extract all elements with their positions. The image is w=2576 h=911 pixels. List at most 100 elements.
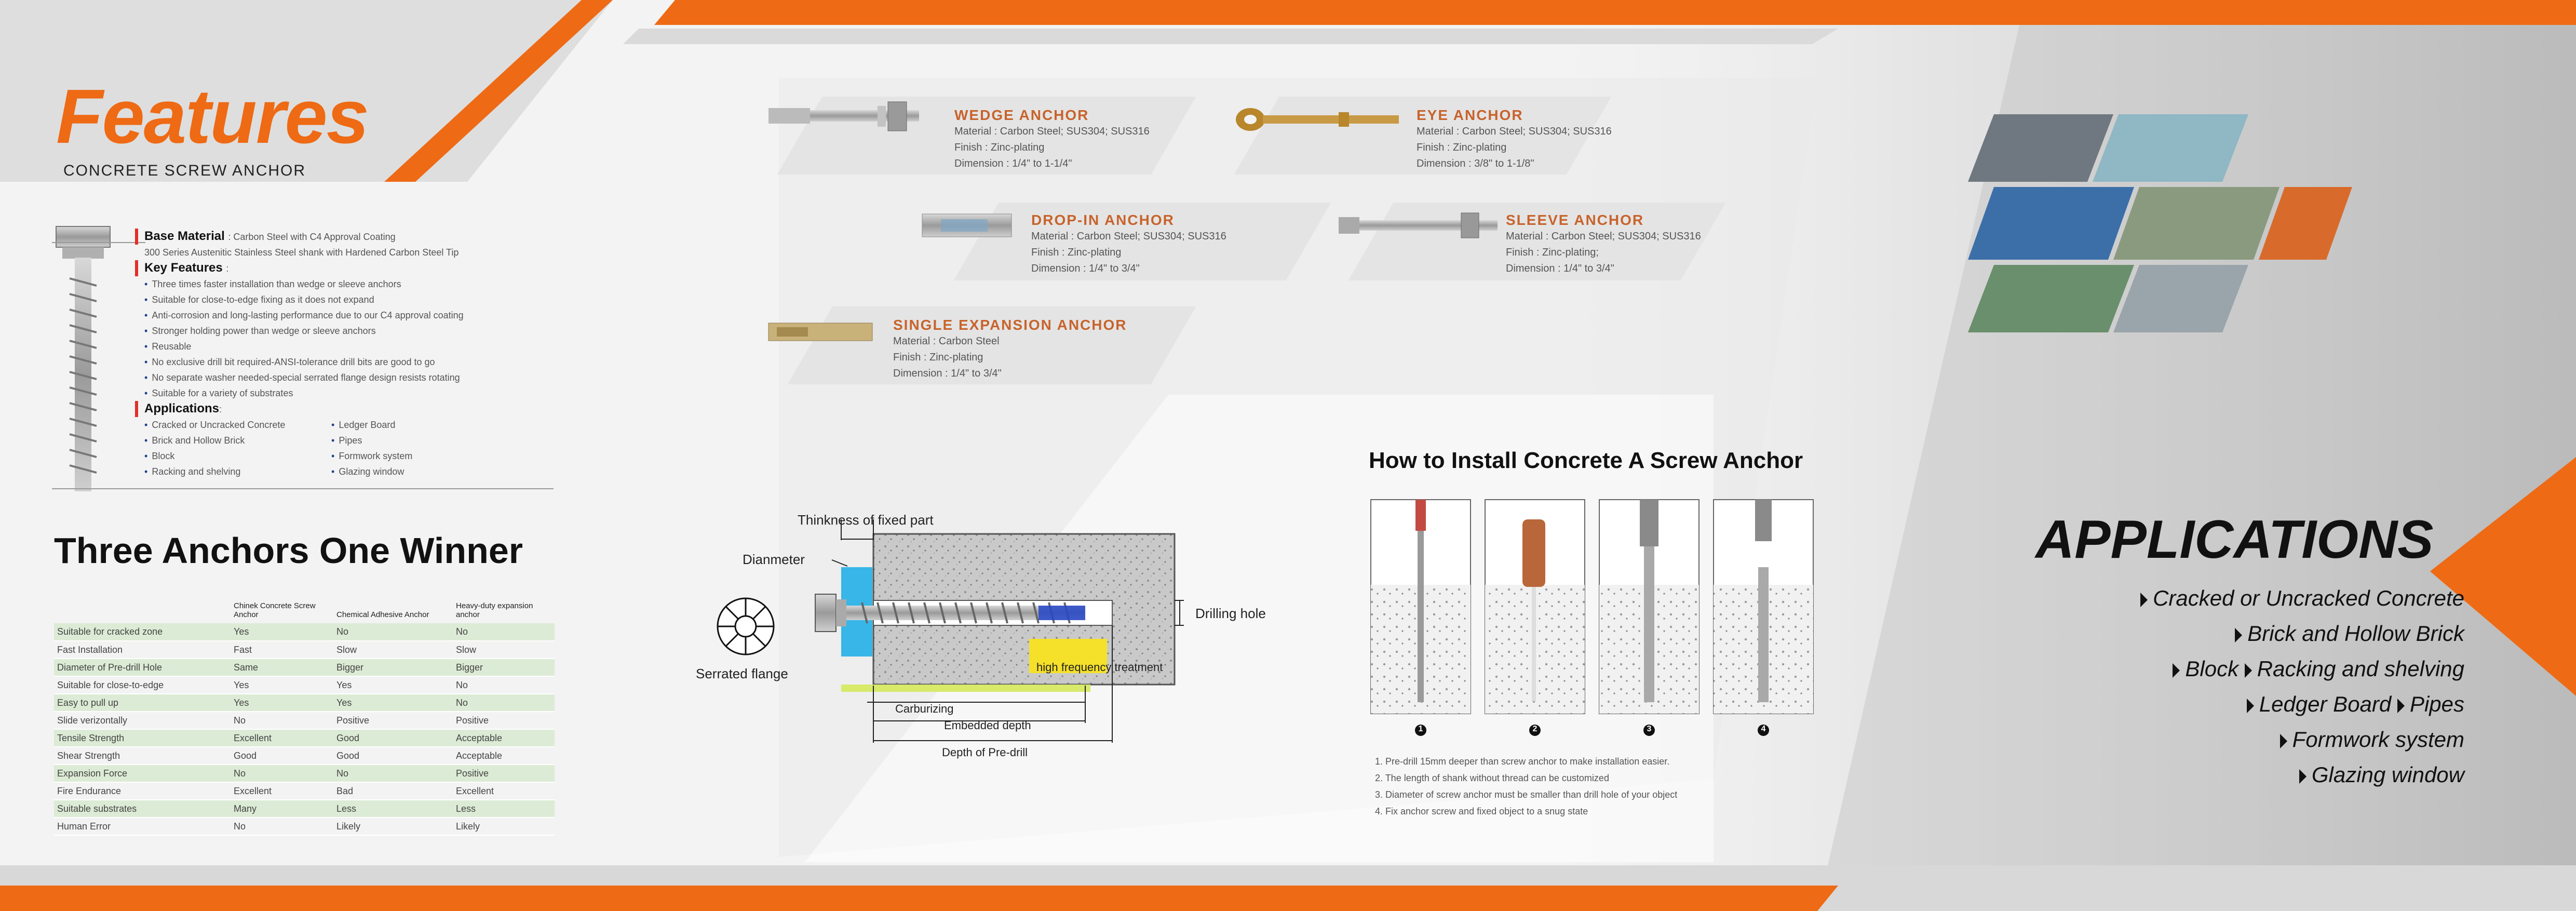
list-item: Glazing window	[2140, 757, 2464, 793]
application-item: Ledger Board	[2259, 692, 2392, 716]
table-cell: Slide verizontally	[54, 712, 225, 730]
table-cell: Acceptable	[453, 747, 555, 765]
anchor-cross-section-diagram	[717, 519, 1184, 743]
list-item: No separate washer needed-special serrat…	[144, 370, 549, 385]
table-cell: Less	[453, 800, 555, 818]
product-material: Material : Carbon Steel; SUS304; SUS316	[1031, 231, 1226, 242]
applications-list: Cracked or Uncracked Concrete Ledger Boa…	[144, 417, 549, 479]
features-subtitle: CONCRETE SCREW ANCHOR	[63, 162, 306, 179]
comparison-title: Three Anchors One Winner	[54, 530, 523, 571]
step-number: 2	[1532, 725, 1537, 733]
install-steps-list: 1. Pre-drill 15mm deeper than screw anch…	[1375, 753, 1677, 820]
product-material: Material : Carbon Steel	[893, 336, 1000, 347]
base-material-line1: : Carbon Steel with C4 Approval Coating	[228, 232, 396, 242]
application-item: Glazing window	[2311, 762, 2464, 787]
product-dimension: Dimension : 1/4" to 3/4"	[1506, 263, 1614, 274]
application-item: Formwork system	[2292, 727, 2464, 752]
triangle-bullet-icon	[2246, 699, 2254, 713]
application-item: Racking and shelving	[2257, 657, 2464, 681]
product-dimension: Dimension : 1/4" to 3/4"	[1031, 263, 1140, 274]
table-cell: Tensile Strength	[54, 729, 225, 747]
application-item: Block	[2185, 657, 2239, 681]
table-cell: Expansion Force	[54, 765, 225, 783]
product-finish: Finish : Zinc-plating	[954, 142, 1045, 153]
product-finish: Finish : Zinc-plating	[1031, 247, 1122, 258]
applications-colon: :	[219, 404, 222, 414]
list-item: 3. Diameter of screw anchor must be smal…	[1375, 789, 1678, 800]
list-item: Ledger Board Pipes	[2140, 687, 2464, 722]
list-item: Racking and shelving	[144, 464, 331, 479]
step-number: 3	[1647, 725, 1652, 733]
column-header	[54, 601, 225, 623]
product-material: Material : Carbon Steel; SUS304; SUS316	[1506, 231, 1701, 242]
product-dimension: Dimension : 1/4" to 1-1/4"	[954, 158, 1072, 169]
install-title: How to Install Concrete A Screw Anchor	[1369, 448, 1803, 473]
table-cell: Fast Installation	[54, 641, 225, 659]
list-item: Three times faster installation than wed…	[144, 276, 549, 292]
list-item: Pipes	[331, 433, 518, 448]
table-cell: Yes	[225, 676, 333, 694]
table-cell: Less	[333, 800, 453, 818]
label-predrill-depth: Depth of Pre-drill	[942, 746, 1028, 759]
table-cell: Fire Endurance	[54, 782, 225, 800]
list-item: Block	[144, 448, 331, 464]
table-cell: No	[453, 694, 555, 712]
triangle-bullet-icon	[2244, 663, 2252, 678]
application-item: Brick and Hollow Brick	[2247, 621, 2464, 646]
product-finish: Finish : Zinc-plating	[1417, 142, 1507, 153]
table-cell: No	[225, 712, 333, 730]
table-cell: Yes	[333, 676, 453, 694]
column-header: Chemical Adhesive Anchor	[336, 610, 429, 619]
table-cell: Shear Strength	[54, 747, 225, 765]
applications-photo-collage	[1968, 114, 2352, 332]
features-title: Features	[56, 74, 369, 159]
list-item: Brick and Hollow Brick	[144, 433, 331, 448]
key-features-colon: :	[226, 263, 229, 274]
features-divider-top	[52, 242, 145, 243]
comparison-table: Chinek Concrete Screw Anchor Chemical Ad…	[54, 601, 555, 836]
application-item: Pipes	[2409, 692, 2464, 716]
label-carburizing: Carburizing	[895, 702, 954, 715]
base-material-heading: Base Material : Carbon Steel with C4 App…	[135, 229, 549, 245]
list-item: Glazing window	[331, 464, 518, 479]
table-cell: Suitable for cracked zone	[54, 623, 225, 641]
table-cell: Bigger	[453, 659, 555, 677]
table-cell: Excellent	[453, 782, 555, 800]
table-cell: Good	[225, 747, 333, 765]
table-cell: No	[225, 818, 333, 836]
label-diameter: Dianmeter	[743, 552, 805, 567]
table-cell: Suitable for close-to-edge	[54, 676, 225, 694]
table-cell: Likely	[453, 818, 555, 836]
list-item: Cracked or Uncracked Concrete	[144, 417, 331, 433]
concrete-screw-image	[56, 226, 111, 491]
key-features-list: Three times faster installation than wed…	[144, 276, 549, 401]
table-cell: Likely	[333, 818, 453, 836]
key-features-block: Base Material : Carbon Steel with C4 App…	[135, 229, 549, 479]
table-cell: Acceptable	[453, 729, 555, 747]
table-cell: Bad	[333, 782, 453, 800]
table-cell: Yes	[333, 694, 453, 712]
list-item: 2. The length of shank without thread ca…	[1375, 773, 1609, 783]
product-title: SLEEVE ANCHOR	[1506, 212, 1644, 228]
table-cell: Positive	[453, 765, 555, 783]
list-item: Suitable for a variety of substrates	[144, 385, 549, 401]
table-cell: No	[225, 765, 333, 783]
table-cell: No	[453, 676, 555, 694]
product-single-expansion: SINGLE EXPANSION ANCHOR Material : Carbo…	[893, 317, 1127, 382]
triangle-bullet-icon	[2235, 628, 2243, 642]
product-title: DROP-IN ANCHOR	[1031, 212, 1175, 228]
list-item: Formwork system	[331, 448, 518, 464]
triangle-bullet-icon	[2140, 593, 2148, 607]
product-dimension: Dimension : 3/8" to 1-1/8"	[1417, 158, 1534, 169]
table-cell: Excellent	[225, 782, 333, 800]
step-number: 4	[1761, 725, 1766, 733]
list-item: Anti-corrosion and long-lasting performa…	[144, 307, 549, 323]
table-cell: Diameter of Pre-drill Hole	[54, 659, 225, 677]
table-cell: Same	[225, 659, 333, 677]
table-cell: Fast	[225, 641, 333, 659]
triangle-bullet-icon	[2299, 769, 2307, 784]
